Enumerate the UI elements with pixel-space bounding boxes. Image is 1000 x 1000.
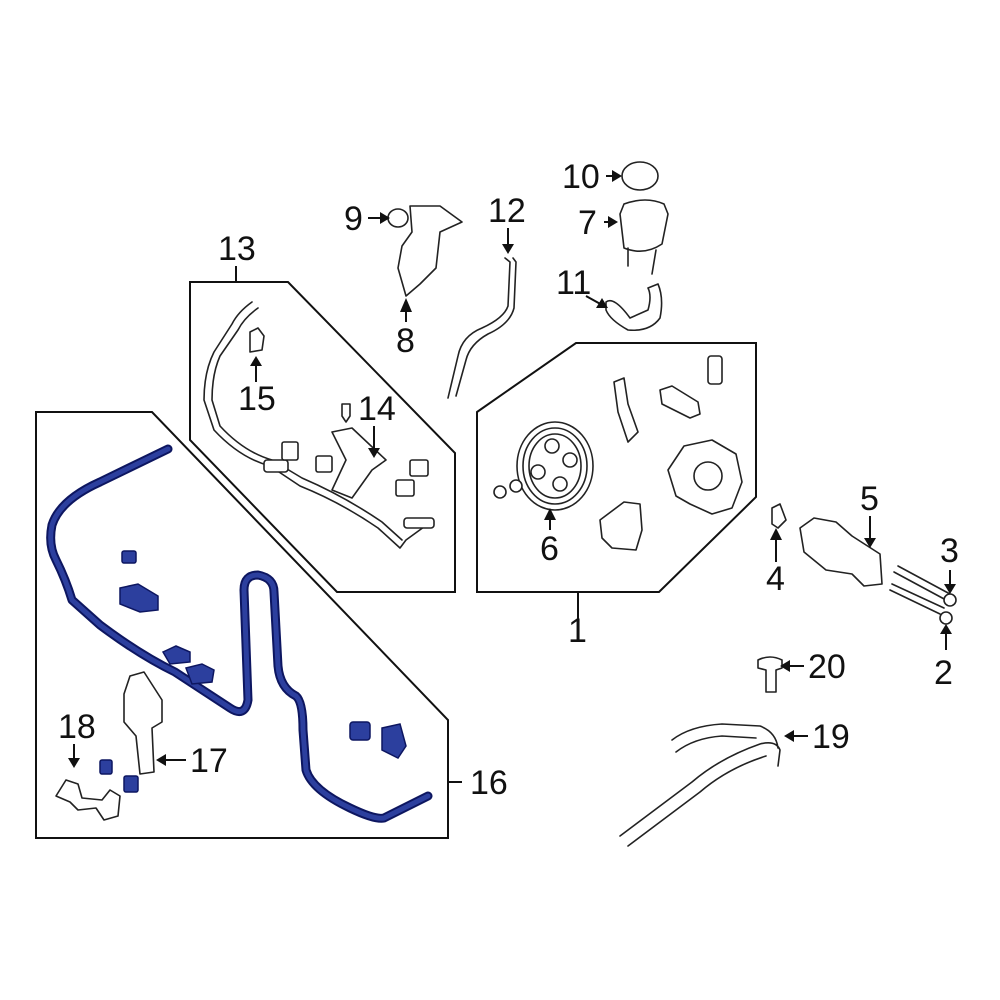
group-13-outline xyxy=(189,281,456,593)
cooler-tube-highlighted[interactable] xyxy=(46,444,433,823)
plug-20 xyxy=(757,656,783,693)
clip-18 xyxy=(55,779,121,821)
callout-19: 19 xyxy=(812,718,850,756)
pressure-hose-13 xyxy=(203,301,435,549)
callout-7: 7 xyxy=(578,204,597,242)
callout-2: 2 xyxy=(934,654,953,692)
pump-bracket xyxy=(599,501,643,551)
callout-18: 18 xyxy=(58,708,96,746)
callout-5: 5 xyxy=(860,480,879,518)
callout-12: 12 xyxy=(488,192,526,230)
bracket-5 xyxy=(799,517,883,587)
bolt-14 xyxy=(341,403,351,423)
callout-16: 16 xyxy=(470,764,508,802)
pump-washer xyxy=(509,479,523,493)
pump-nut xyxy=(493,485,507,499)
fitting-15 xyxy=(249,327,265,353)
reservoir-7 xyxy=(619,199,669,252)
bolt-2 xyxy=(889,583,945,615)
group-1-outline xyxy=(476,342,757,593)
callout-9: 9 xyxy=(344,200,363,238)
callout-20: 20 xyxy=(808,648,846,686)
callout-1: 1 xyxy=(568,612,587,650)
callout-4: 4 xyxy=(766,560,785,598)
reservoir-hose-11 xyxy=(605,283,663,332)
callout-13: 13 xyxy=(218,230,256,268)
bracket-17 xyxy=(123,671,163,775)
pump-pipe xyxy=(613,377,639,443)
bracket-14 xyxy=(331,427,387,499)
leader-arrows xyxy=(68,170,956,783)
callout-15: 15 xyxy=(238,380,276,418)
reservoir-cap-10 xyxy=(621,161,659,191)
callout-10: 10 xyxy=(562,158,600,196)
bracket-4 xyxy=(771,503,787,529)
callout-6: 6 xyxy=(540,530,559,568)
tube-clips-highlighted xyxy=(99,550,407,793)
bolt-3 xyxy=(893,565,951,601)
pump-pulley-6 xyxy=(516,421,594,511)
pump-fitting-bolt xyxy=(707,355,723,385)
callout-11: 11 xyxy=(556,264,591,302)
callout-14: 14 xyxy=(358,390,396,428)
hose-clips-14 xyxy=(281,441,429,497)
callout-8: 8 xyxy=(396,322,415,360)
group-16-outline xyxy=(35,411,449,839)
callout-3: 3 xyxy=(940,532,959,570)
grommet-9 xyxy=(387,208,409,228)
return-hose-12 xyxy=(447,257,517,399)
bracket-8 xyxy=(397,205,463,297)
callout-17: 17 xyxy=(190,742,228,780)
pump-banjo xyxy=(659,385,701,419)
hose-19 xyxy=(619,723,781,847)
pump-body xyxy=(667,439,743,515)
